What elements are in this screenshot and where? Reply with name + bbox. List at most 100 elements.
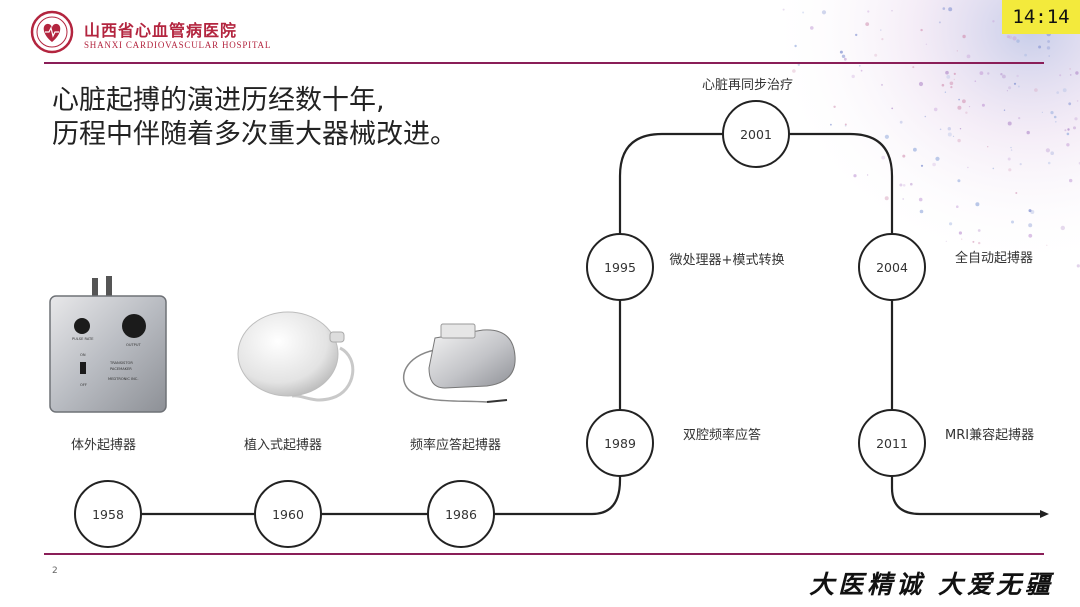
splatter-dot (866, 174, 869, 176)
node-year: 1960 (272, 507, 304, 522)
splatter-dot (1007, 121, 1012, 126)
splatter-dot (1050, 151, 1054, 155)
splatter-dot (1016, 74, 1019, 78)
splatter-dot (1047, 40, 1050, 43)
splatter-dot (1068, 102, 1072, 106)
splatter-dot (992, 20, 995, 23)
splatter-dot (1047, 161, 1051, 165)
splatter-dot (1066, 143, 1070, 147)
splatter-dot (912, 66, 915, 69)
splatter-dot (851, 74, 855, 79)
splatter-dot (949, 222, 953, 226)
splatter-dot (880, 29, 882, 31)
splatter-dot (1069, 68, 1071, 70)
splatter-dot (865, 22, 870, 26)
splatter-dot (1053, 115, 1057, 119)
splatter-dot (810, 26, 814, 30)
splatter-dot (953, 72, 956, 75)
splatter-dot (881, 38, 884, 41)
splatter-dot (1008, 168, 1012, 172)
splatter-dot (944, 91, 947, 93)
splatter-dot (1018, 117, 1021, 120)
external-pacemaker-image: PULSE RATE OUTPUT ON OFF TRANSISTOR PACE… (49, 276, 167, 413)
node-year: 2011 (876, 436, 908, 451)
splatter-dot (794, 44, 797, 48)
device-caption: TRANSISTOR (109, 361, 133, 365)
node-year: 2001 (740, 127, 772, 142)
splatter-dot (959, 128, 962, 130)
splatter-dot (974, 80, 977, 82)
splatter-dot (797, 63, 800, 66)
splatter-dot (1013, 82, 1017, 85)
splatter-dot (1028, 209, 1032, 213)
device-caption: PACEMAKER (110, 367, 132, 371)
splatter-dot (1076, 264, 1080, 268)
splatter-dot (967, 166, 969, 169)
splatter-dot (958, 231, 962, 235)
splatter-dot (945, 70, 949, 75)
milestone-label: 双腔频率应答 (683, 428, 762, 443)
splatter-dot (947, 127, 951, 131)
splatter-dot (902, 184, 906, 187)
splatter-dot (947, 132, 952, 137)
splatter-dot (1008, 35, 1012, 39)
splatter-dot (1067, 128, 1070, 131)
splatter-dot (950, 86, 953, 89)
splatter-dot (975, 202, 980, 207)
splatter-dot (1050, 111, 1054, 115)
splatter-dot (839, 50, 843, 54)
splatter-dot (1019, 163, 1022, 166)
splatter-dot (992, 167, 995, 170)
splatter-dot (844, 123, 847, 126)
clock-badge: 14:14 (1002, 0, 1080, 34)
device-caption: MEDTRONIC INC. (108, 377, 138, 381)
node-year: 1958 (92, 507, 124, 522)
splatter-dot (981, 103, 985, 107)
splatter-dot (802, 11, 805, 14)
device-caption: PULSE RATE (72, 337, 94, 341)
splatter-dot (1028, 233, 1033, 238)
device-caption: OFF (80, 383, 87, 387)
splatter-dot (957, 179, 961, 183)
splatter-dot (920, 164, 924, 167)
title-line-2: 历程中伴随着多次重大器械改进。 (52, 119, 457, 150)
splatter-dot (1000, 73, 1003, 76)
splatter-dot (946, 75, 951, 79)
splatter-dot (1076, 100, 1079, 102)
splatter-dot (918, 197, 923, 202)
splatter-dot (961, 238, 963, 240)
hospital-motto: 大医精诚 大爱无疆 (809, 570, 1054, 599)
splatter-dot (1075, 71, 1079, 75)
splatter-dot (1002, 74, 1006, 79)
splatter-dot (1015, 192, 1018, 194)
splatter-dot (910, 182, 913, 186)
splatter-dot (1008, 86, 1012, 90)
rate-responsive-pacemaker-image (402, 323, 516, 403)
splatter-dot (1056, 91, 1059, 94)
milestone-label: 微处理器+模式转换 (669, 253, 785, 268)
splatter-dot (924, 115, 927, 118)
node-year: 1989 (604, 436, 636, 451)
splatter-dot (1046, 244, 1048, 246)
splatter-dot (1010, 149, 1013, 151)
splatter-dot (1073, 126, 1076, 130)
splatter-dot (920, 28, 923, 32)
timeline-node: 1960 (254, 480, 322, 548)
splatter-dot (987, 146, 989, 148)
splatter-dot (945, 240, 947, 242)
splatter-dot (881, 83, 883, 86)
splatter-dot (844, 125, 847, 127)
splatter-dot (948, 7, 953, 12)
implantable-pacemaker-image (237, 311, 355, 402)
splatter-dot (933, 107, 938, 112)
splatter-dot (1069, 178, 1073, 183)
splatter-dot (899, 120, 903, 124)
splatter-dot (938, 21, 941, 24)
splatter-dot (1024, 53, 1027, 57)
node-year: 1986 (445, 507, 477, 522)
splatter-dot (953, 78, 955, 81)
splatter-dot (1012, 36, 1017, 41)
splatter-dot (1007, 157, 1011, 161)
device-caption: ON (80, 353, 86, 357)
